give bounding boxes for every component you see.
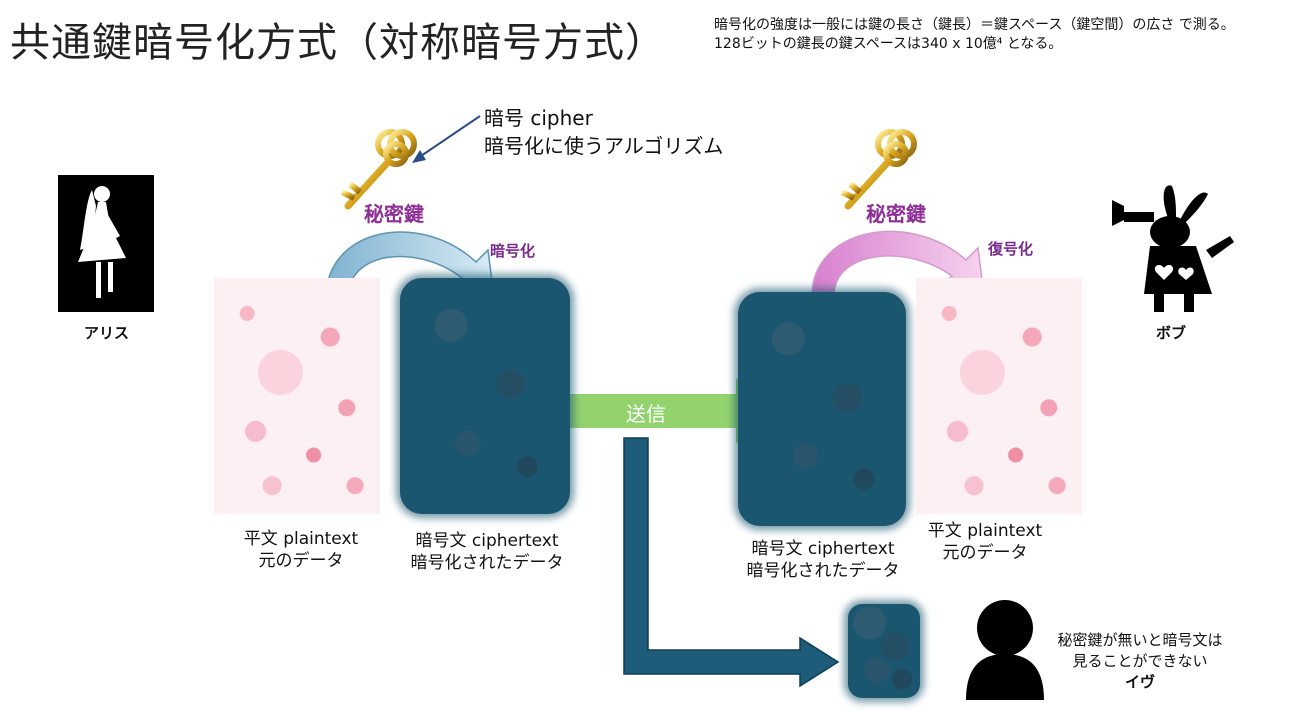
ciphertext-label-right-line2: 暗号化されたデータ bbox=[746, 561, 900, 581]
encrypt-arrow bbox=[325, 231, 495, 299]
eve-caption: 秘密鍵が無いと暗号文は 見ることができない イヴ bbox=[1040, 630, 1240, 693]
decrypt-label: 復号化 bbox=[988, 240, 1034, 258]
cipher-callout-line1: 暗号 cipher bbox=[484, 106, 593, 130]
plaintext-label-left: 平文 plaintext 元のデータ bbox=[226, 528, 376, 572]
golden-key-icon bbox=[340, 129, 417, 210]
send-arrow bbox=[552, 378, 764, 444]
ciphertext-label-right: 暗号文 ciphertext 暗号化されたデータ bbox=[740, 538, 906, 582]
ciphertext-document-left bbox=[400, 278, 570, 514]
plaintext-label-right-line2: 元のデータ bbox=[942, 543, 1028, 563]
page-title: 共通鍵暗号化方式（対称暗号方式） bbox=[10, 20, 666, 66]
strength-note: 暗号化の強度は一般には鍵の長さ（鍵長）＝鍵スペース（鍵空間）の広さ で測る。 1… bbox=[714, 16, 1235, 54]
strength-note-line2: 128ビットの鍵長の鍵スペースは340 x 10億⁴ となる。 bbox=[714, 36, 1063, 52]
plaintext-document-right bbox=[916, 278, 1082, 514]
plaintext-label-right: 平文 plaintext 元のデータ bbox=[910, 520, 1060, 564]
decrypt-arrow bbox=[811, 230, 985, 297]
ciphertext-label-left-line2: 暗号化されたデータ bbox=[410, 553, 564, 573]
ciphertext-document-intercepted bbox=[848, 604, 920, 698]
cipher-callout-line2: 暗号化に使うアルゴリズム bbox=[484, 134, 724, 158]
person-silhouette-icon bbox=[966, 600, 1044, 700]
eve-label: イヴ bbox=[1124, 673, 1155, 691]
plaintext-label-left-line2: 元のデータ bbox=[258, 551, 344, 571]
plaintext-label-right-line1: 平文 plaintext bbox=[927, 521, 1043, 541]
strength-note-line1: 暗号化の強度は一般には鍵の長さ（鍵長）＝鍵スペース（鍵空間）の広さ で測る。 bbox=[714, 17, 1235, 33]
send-label: 送信 bbox=[626, 402, 666, 426]
intercept-arrow bbox=[623, 437, 840, 688]
plaintext-label-left-line1: 平文 plaintext bbox=[243, 529, 359, 549]
alice-silhouette-icon bbox=[58, 175, 154, 312]
secret-key-label-right: 秘密鍵 bbox=[866, 202, 926, 226]
callout-arrow bbox=[412, 115, 481, 163]
plaintext-document-left bbox=[214, 278, 380, 514]
eve-caption-line2: 見ることができない bbox=[1072, 652, 1208, 670]
golden-key-icon bbox=[840, 129, 917, 210]
alice-label: アリス bbox=[84, 324, 130, 342]
ciphertext-document-right bbox=[738, 292, 906, 526]
bob-label: ボブ bbox=[1156, 324, 1187, 342]
eve-caption-line1: 秘密鍵が無いと暗号文は bbox=[1057, 631, 1223, 649]
ciphertext-label-right-line1: 暗号文 ciphertext bbox=[751, 539, 895, 559]
encrypt-label: 暗号化 bbox=[490, 242, 536, 260]
secret-key-label-left: 秘密鍵 bbox=[364, 202, 424, 226]
ciphertext-label-left: 暗号文 ciphertext 暗号化されたデータ bbox=[404, 530, 570, 574]
white-rabbit-silhouette-icon bbox=[1112, 185, 1234, 312]
cipher-callout: 暗号 cipher 暗号化に使うアルゴリズム bbox=[484, 104, 723, 160]
ciphertext-label-left-line1: 暗号文 ciphertext bbox=[415, 531, 559, 551]
